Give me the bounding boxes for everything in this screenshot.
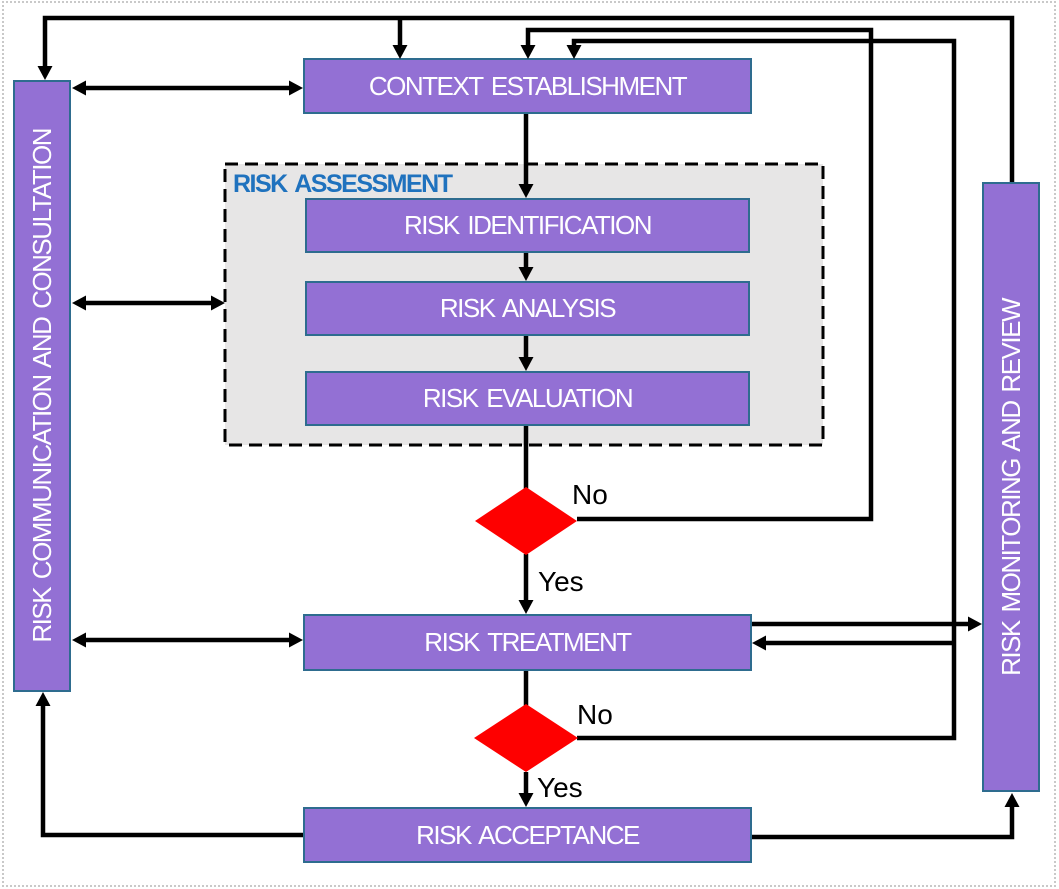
node-risk-analysis-label: RISK ANALYSIS (439, 293, 617, 323)
node-risk-acceptance-label: RISK ACCEPTANCE (416, 819, 640, 850)
node-risk-acceptance: RISK ACCEPTANCE (303, 807, 752, 863)
node-risk-monitoring-and-review: RISK MONITORING AND REVIEW (982, 182, 1040, 792)
node-risk-evaluation-label: RISK EVALUATION (422, 383, 634, 413)
node-risk-identification-label: RISK IDENTIFICATION (403, 210, 653, 240)
node-risk-treatment-label: RISK TREATMENT (424, 627, 632, 657)
decision2-yes-label: Yes (537, 772, 583, 803)
node-risk-communication-and-consultation: RISK COMMUNICATION AND CONSULTATION (13, 80, 71, 692)
node-risk-communication-label: RISK COMMUNICATION AND CONSULTATION (26, 129, 57, 643)
node-risk-monitoring-label: RISK MONITORING AND REVIEW (995, 298, 1026, 676)
node-context-establishment-label: CONTEXT ESTABLISHMENT (368, 70, 688, 101)
decision1-yes-label: Yes (538, 566, 584, 597)
decision1-no-label: No (572, 479, 608, 510)
node-context-establishment: CONTEXT ESTABLISHMENT (303, 58, 752, 114)
node-risk-treatment: RISK TREATMENT (303, 614, 752, 671)
decision2-no-label: No (577, 699, 613, 730)
node-risk-analysis: RISK ANALYSIS (305, 281, 750, 336)
node-risk-identification: RISK IDENTIFICATION (305, 198, 750, 253)
node-risk-evaluation: RISK EVALUATION (305, 371, 750, 426)
risk-assessment-group-label: RISK ASSESSMENT (233, 170, 453, 198)
